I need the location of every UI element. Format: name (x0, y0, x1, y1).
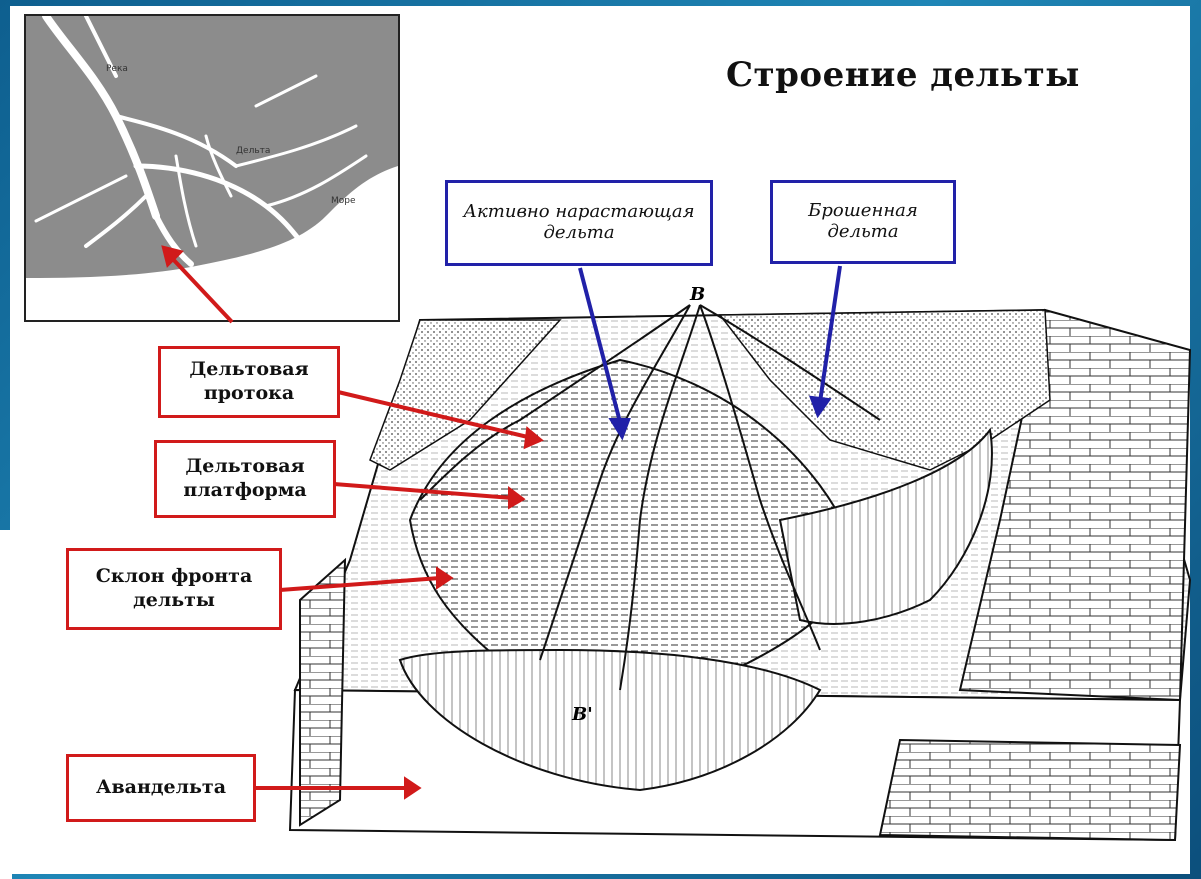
callout-delta-front-slope: Склон фронта дельты (66, 548, 282, 630)
callout-delta-platform: Дельтовая платформа (154, 440, 336, 518)
callout-abandoned-delta: Брошенная дельта (770, 180, 956, 264)
callout-avandelta: Авандельта (66, 754, 256, 822)
callout-active-delta: Активно нарастающая дельта (445, 180, 713, 266)
point-marker-front: В' (571, 704, 593, 725)
point-marker-top: В (689, 284, 705, 305)
callout-delta-channel: Дельтовая протока (158, 346, 340, 418)
